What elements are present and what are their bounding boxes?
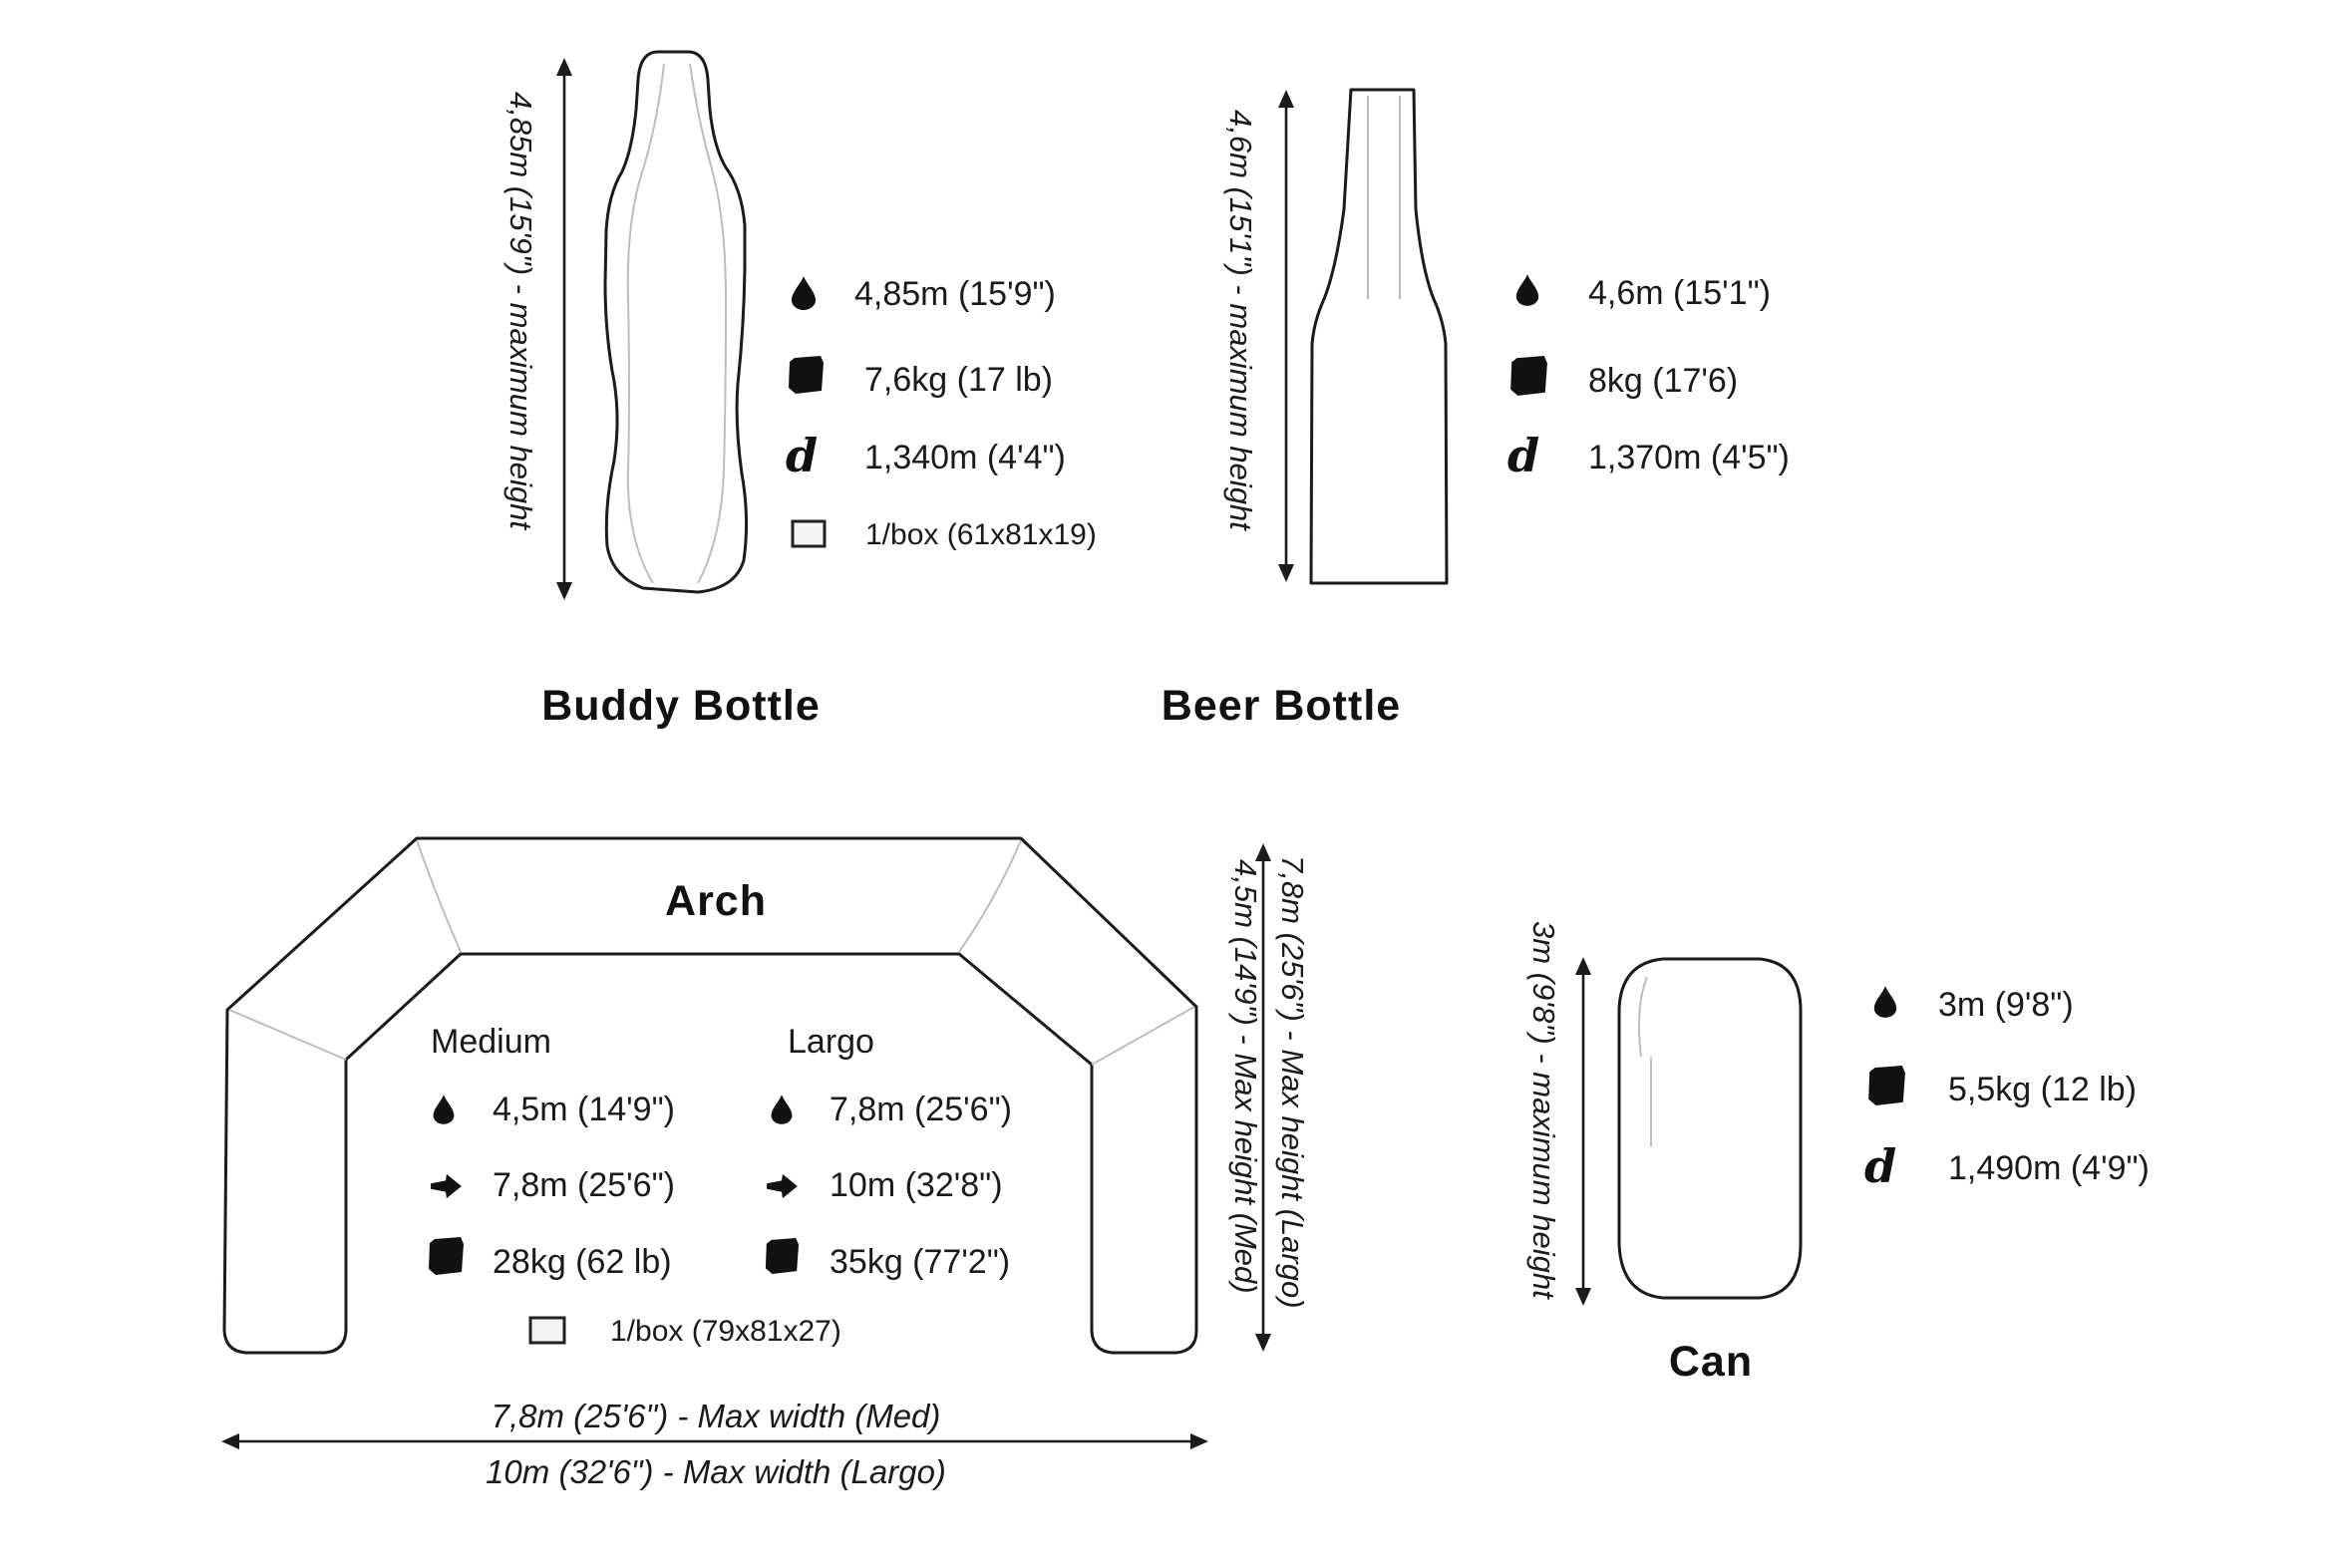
box-icon	[528, 1316, 566, 1345]
buddy-bottle-group: 4,85m (15'9") - maximum height 4,85m (15…	[503, 50, 1097, 730]
buddy-height-value: 4,85m (15'9")	[854, 275, 1056, 313]
can-height-label: 3m (9'8") - maximum height	[1526, 921, 1561, 1300]
weight-block-icon	[1510, 356, 1547, 396]
height-drop-icon	[433, 1095, 455, 1124]
diameter-d-icon: d	[1507, 429, 1539, 482]
arch-large-width: 10m (32'8")	[830, 1166, 1003, 1204]
can-height-dimension: 3m (9'8") - maximum height	[1526, 921, 1591, 1306]
can-seam	[1638, 976, 1652, 1146]
buddy-box-value: 1/box (61x81x19)	[865, 518, 1097, 551]
arch-height-label-large: 7,8m (25'6") - Max height (Largo)	[1275, 855, 1310, 1309]
arch-outline	[222, 836, 1198, 1355]
beer-height-dimension: 4,6m (15'1") - maximum height	[1223, 90, 1294, 582]
buddy-diameter-value: 1,340m (4'4")	[864, 439, 1066, 476]
weight-block-icon	[765, 1238, 800, 1274]
diameter-d-icon: d	[786, 429, 818, 482]
beer-bottle-outline	[1309, 88, 1449, 585]
arch-group: Arch Medium Largo 4,5m (14'9") 7,8m (25'…	[221, 836, 1310, 1490]
arch-medium-specs: 4,5m (14'9") 7,8m (25'6") 28kg (62 lb)	[429, 1091, 675, 1281]
height-drop-icon	[1873, 986, 1897, 1018]
can-title: Can	[1669, 1338, 1753, 1386]
arch-large-specs: 7,8m (25'6") 10m (32'8") 35kg (77'2")	[765, 1091, 1012, 1281]
buddy-bottle-outline	[603, 50, 749, 594]
beer-height-value: 4,6m (15'1")	[1588, 274, 1771, 312]
beer-diameter-value: 1,370m (4'5")	[1588, 439, 1790, 476]
can-height-value: 3m (9'8")	[1938, 986, 2074, 1024]
beer-bottle-title: Beer Bottle	[1162, 682, 1401, 730]
width-arrow-icon	[431, 1173, 462, 1199]
buddy-bottle-title: Buddy Bottle	[541, 682, 821, 730]
arch-width-label-large: 10m (32'6") - Max width (Largo)	[486, 1453, 946, 1490]
arch-medium-width: 7,8m (25'6")	[493, 1166, 675, 1204]
arch-medium-height: 4,5m (14'9")	[493, 1091, 675, 1128]
buddy-weight-value: 7,6kg (17 lb)	[864, 361, 1053, 399]
arch-height-label-med: 4,5m (14'9") - Max height (Med)	[1228, 859, 1263, 1294]
buddy-specs: 4,85m (15'9") 7,6kg (17 lb) d 1,340m (4'…	[786, 275, 1097, 551]
beer-bottle-seam	[1367, 96, 1401, 299]
arch-box-value: 1/box (79x81x27)	[610, 1315, 841, 1348]
arch-large-weight: 35kg (77'2")	[830, 1243, 1010, 1281]
height-drop-icon	[771, 1095, 793, 1124]
weight-block-icon	[1868, 1066, 1905, 1105]
beer-bottle-group: 4,6m (15'1") - maximum height 4,6m (15'1…	[1162, 88, 1790, 730]
arch-title: Arch	[665, 877, 767, 925]
can-specs: 3m (9'8") 5,5kg (12 lb) d 1,490m (4'9")	[1864, 986, 2150, 1193]
can-outline	[1617, 957, 1803, 1300]
width-arrow-icon	[767, 1173, 798, 1199]
beer-specs: 4,6m (15'1") 8kg (17'6) d 1,370m (4'5")	[1507, 274, 1790, 482]
arch-large-height: 7,8m (25'6")	[830, 1091, 1012, 1128]
arch-height-dimension: 7,8m (25'6") - Max height (Largo) 4,5m (…	[1228, 843, 1310, 1352]
height-drop-icon	[792, 276, 816, 310]
buddy-height-dimension: 4,85m (15'9") - maximum height	[503, 58, 572, 600]
buddy-bottle-seam	[626, 63, 728, 584]
buddy-height-label: 4,85m (15'9") - maximum height	[503, 92, 538, 530]
can-weight-value: 5,5kg (12 lb)	[1948, 1071, 2137, 1108]
diameter-d-icon: d	[1864, 1139, 1896, 1193]
arch-width-label-med: 7,8m (25'6") - Max width (Med)	[492, 1398, 941, 1434]
arch-seam	[228, 839, 1195, 1066]
box-icon	[791, 519, 827, 548]
arch-width-dimension: 7,8m (25'6") - Max width (Med) 10m (32'6…	[221, 1398, 1208, 1490]
arch-medium-label: Medium	[431, 1023, 551, 1061]
height-drop-icon	[1515, 274, 1539, 306]
weight-block-icon	[429, 1237, 464, 1275]
beer-height-label: 4,6m (15'1") - maximum height	[1223, 110, 1258, 531]
can-group: 3m (9'8") - maximum height 3m (9'8") 5,5…	[1526, 921, 2150, 1386]
weight-block-icon	[789, 356, 824, 394]
beer-weight-value: 8kg (17'6)	[1588, 362, 1738, 400]
arch-medium-weight: 28kg (62 lb)	[493, 1243, 672, 1281]
arch-large-label: Largo	[788, 1023, 874, 1061]
can-diameter-value: 1,490m (4'9")	[1948, 1149, 2150, 1187]
